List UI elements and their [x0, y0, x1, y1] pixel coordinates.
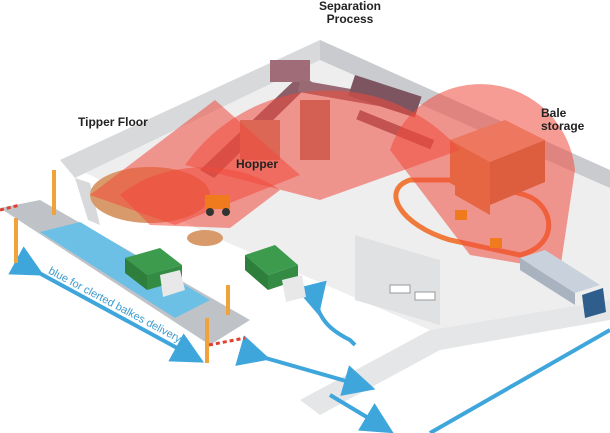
- label-tipper-floor: Tipper Floor: [78, 115, 148, 129]
- label-separation-line2: Process: [326, 12, 374, 26]
- label-separation-process: Separation Process: [300, 0, 400, 26]
- office-block: [355, 235, 440, 325]
- blue-double-arrow-icon: [295, 280, 357, 347]
- barrier-gate-icon: [0, 170, 246, 363]
- office-desks: [389, 284, 436, 301]
- blue-route-line: [429, 328, 610, 433]
- zone-hopper: [120, 167, 280, 228]
- waste-pile-small: [187, 230, 223, 246]
- forklift-icon: [455, 210, 502, 248]
- blue-double-arrow-icon: [328, 393, 394, 433]
- zone-bale: [390, 84, 575, 271]
- garbage-truck-icon: [125, 248, 185, 297]
- back-wall-left: [60, 40, 320, 178]
- blue-double-arrow-icon: [8, 246, 205, 363]
- forklift-icon: [205, 195, 230, 216]
- label-hopper: Hopper: [236, 157, 278, 171]
- front-wall-left: [75, 178, 100, 225]
- articulated-truck-icon: [520, 250, 606, 318]
- exit-road: [300, 300, 610, 415]
- label-bale-storage: Bale storage: [541, 106, 585, 133]
- label-separation-line1: Separation: [318, 0, 381, 13]
- blue-double-arrow-icon: [235, 335, 376, 396]
- office-top: [355, 225, 465, 260]
- garbage-truck-icon: [245, 245, 306, 302]
